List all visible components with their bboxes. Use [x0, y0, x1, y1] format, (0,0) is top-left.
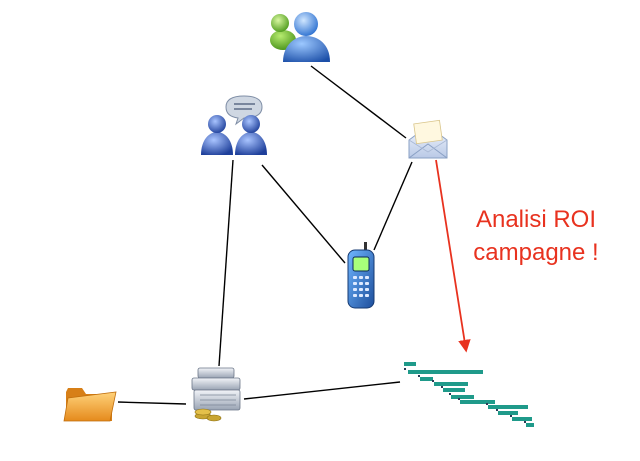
- roi-annotation: Analisi ROI campagne !: [456, 203, 616, 269]
- messenger-users-icon: [270, 12, 330, 62]
- edge-accounting-gantt: [243, 381, 401, 400]
- edge-messenger-email: [310, 65, 407, 139]
- edge-chat-accounting: [218, 159, 234, 367]
- email-envelope-icon: [408, 119, 448, 159]
- chat-users-icon: [201, 95, 267, 155]
- annotation-line-1: Analisi ROI: [475, 206, 597, 233]
- edge-email-phone: [373, 161, 413, 251]
- folder-icon: [63, 388, 117, 422]
- edge-folder-accounting: [117, 401, 187, 405]
- edge-chat-phone: [261, 164, 346, 264]
- accounting-machine-icon: [191, 367, 241, 422]
- mobile-phone-icon: [347, 242, 375, 309]
- annotation-line-2: campagne !: [473, 239, 599, 266]
- gantt-chart-icon: [404, 362, 534, 427]
- roi-arrow: [435, 159, 471, 353]
